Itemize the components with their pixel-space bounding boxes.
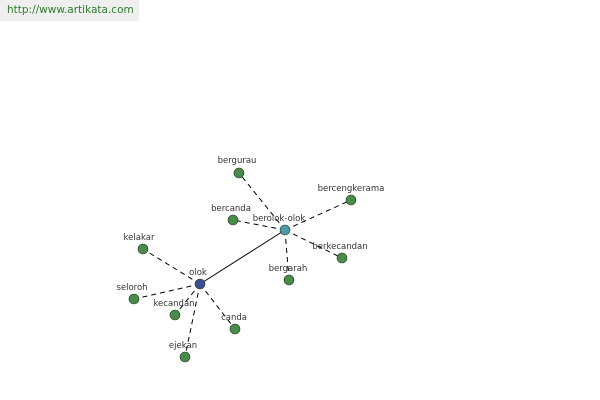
node-label-kelakar: kelakar [124, 233, 155, 243]
edge-berolok-olok-berkecandan [284, 229, 343, 259]
edge-olok-ejekan [184, 283, 201, 358]
nodes-layer [128, 167, 357, 363]
node-bergurau[interactable] [233, 167, 245, 179]
node-label-berkecandan: berkecandan [312, 242, 367, 252]
node-label-bergarah: bergarah [269, 264, 308, 274]
node-kelakar[interactable] [137, 243, 149, 255]
node-label-olok: olok [189, 268, 207, 278]
edge-olok-kecandan [174, 283, 201, 316]
node-bercengkerama[interactable] [345, 194, 357, 206]
labels-layer: olok berolok-olok bergurau bercengkerama ber… [116, 156, 384, 351]
node-label-bercanda: bercanda [211, 204, 251, 214]
node-label-seloroh: seloroh [116, 283, 147, 293]
node-olok[interactable] [194, 278, 206, 290]
watermark-url: http://www.artikata.com [0, 0, 139, 21]
node-berkecandan[interactable] [336, 252, 348, 264]
edge-olok-berolok-olok [199, 229, 286, 285]
node-label-kecandan: kecandan [153, 299, 194, 309]
edges-layer [133, 172, 352, 358]
node-label-bergurau: bergurau [218, 156, 257, 166]
node-label-ejekan: ejekan [169, 341, 197, 351]
node-bergarah[interactable] [283, 274, 295, 286]
edge-berolok-olok-bercengkerama [284, 199, 352, 231]
node-kecandan[interactable] [169, 309, 181, 321]
node-ejekan[interactable] [179, 351, 191, 363]
edge-olok-seloroh [133, 283, 201, 300]
edge-olok-canda [199, 283, 236, 330]
node-label-berolok-olok: berolok-olok [253, 214, 306, 224]
node-label-bercengkerama: bercengkerama [318, 184, 385, 194]
edge-olok-kelakar [142, 248, 201, 285]
node-berolok-olok[interactable] [279, 224, 291, 236]
node-canda[interactable] [229, 323, 241, 335]
node-bercanda[interactable] [227, 214, 239, 226]
edge-berolok-olok-bergurau [238, 172, 286, 231]
node-seloroh[interactable] [128, 293, 140, 305]
node-label-canda: canda [221, 313, 247, 323]
